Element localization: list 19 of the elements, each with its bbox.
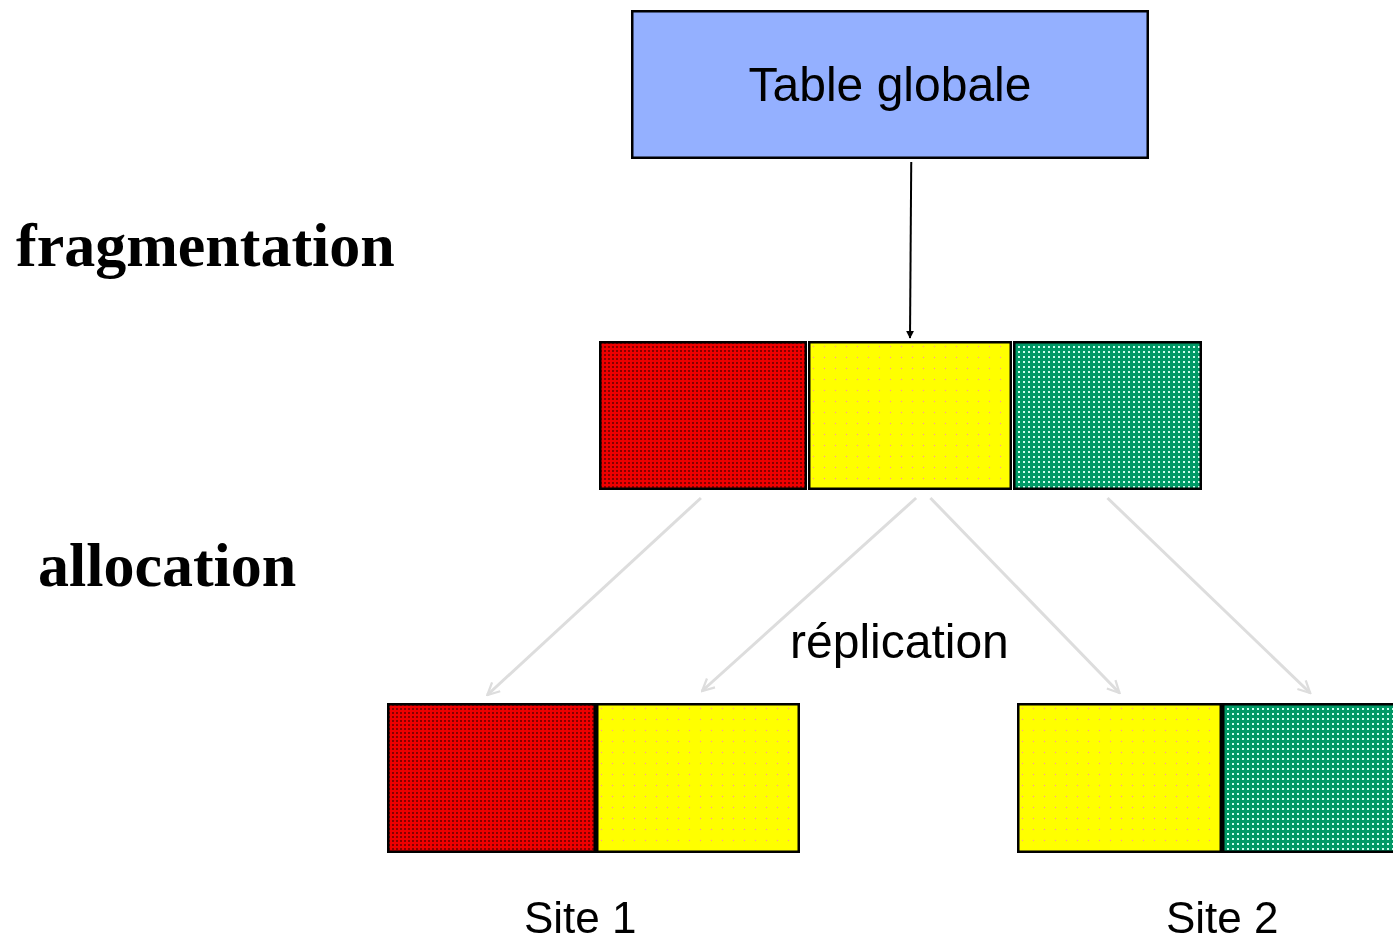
- fragment-box: [596, 703, 800, 853]
- arrow: [906, 161, 915, 339]
- arrow: [700, 496, 918, 693]
- fragment-box: [808, 341, 1012, 490]
- fragment-box: [1013, 341, 1202, 490]
- box-title: Table globale: [748, 57, 1032, 112]
- annotation-label: réplication: [790, 614, 1009, 669]
- stage-label: allocation: [38, 530, 297, 601]
- table-box: [631, 10, 1149, 159]
- site-label: Site 2: [1166, 893, 1279, 942]
- fragment-box: [599, 341, 807, 490]
- fragment-box: [1017, 703, 1222, 853]
- arrow: [1106, 496, 1312, 695]
- stage-label: fragmentation: [16, 210, 395, 281]
- fragment-box: [1222, 703, 1393, 853]
- arrow: [486, 496, 702, 697]
- fragment-box: [387, 703, 596, 853]
- arrow: [929, 496, 1121, 695]
- site-label: Site 1: [524, 893, 637, 942]
